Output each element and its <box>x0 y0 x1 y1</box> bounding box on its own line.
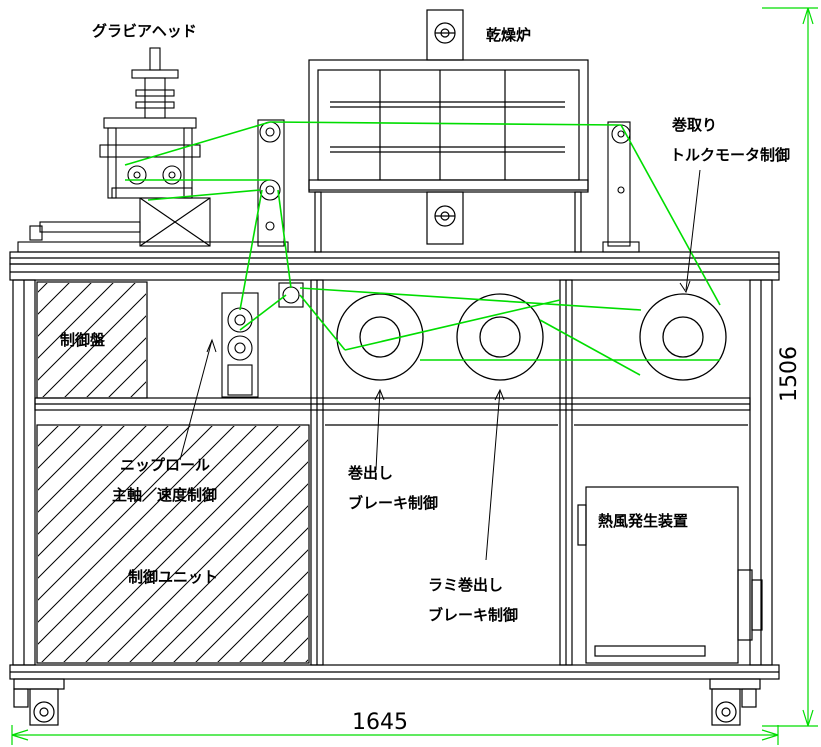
dryer <box>308 9 589 253</box>
label-control-panel: 制御盤 <box>60 331 106 349</box>
caster-left <box>13 678 65 726</box>
label-gravure-head: グラビアヘッド <box>92 22 197 40</box>
label-winder-line1: 巻取り <box>671 116 717 134</box>
caster-right <box>709 678 761 726</box>
label-unwind-line2: ブレーキ制御 <box>348 494 438 512</box>
hot-air-generator <box>577 486 763 664</box>
height-dimension-line <box>762 7 818 727</box>
width-dimension-line <box>11 725 779 745</box>
label-winder-line2: トルクモータ制御 <box>670 146 790 164</box>
label-nip-roll-line1: ニップロール <box>120 456 210 474</box>
control-unit-hatch <box>38 426 308 662</box>
label-nip-roll-line2: 主軸／速度制御 <box>112 486 217 504</box>
label-unwind-line1: 巻出し <box>347 464 393 482</box>
label-hot-air-generator: 熱風発生装置 <box>598 512 688 530</box>
gravure-head <box>17 47 289 253</box>
web-path <box>124 121 721 376</box>
left-guide-tower <box>257 119 285 247</box>
nip-roll-assembly <box>221 282 304 398</box>
unwind-roll <box>336 293 424 381</box>
right-guide-tower <box>602 121 640 253</box>
winder-roll <box>639 293 727 381</box>
height-dimension-value: 1506 <box>777 346 802 402</box>
label-dryer: 乾燥炉 <box>486 26 531 44</box>
leader-lines <box>179 169 701 561</box>
label-lami-unwind-line1: ラミ巻出し <box>428 576 503 594</box>
control-panel-hatch <box>38 283 146 397</box>
lami-unwind-roll <box>456 293 544 381</box>
width-dimension-value: 1645 <box>352 710 408 735</box>
main-frame <box>9 251 780 680</box>
label-control-unit: 制御ユニット <box>128 568 218 586</box>
label-lami-unwind-line2: ブレーキ制御 <box>428 606 518 624</box>
